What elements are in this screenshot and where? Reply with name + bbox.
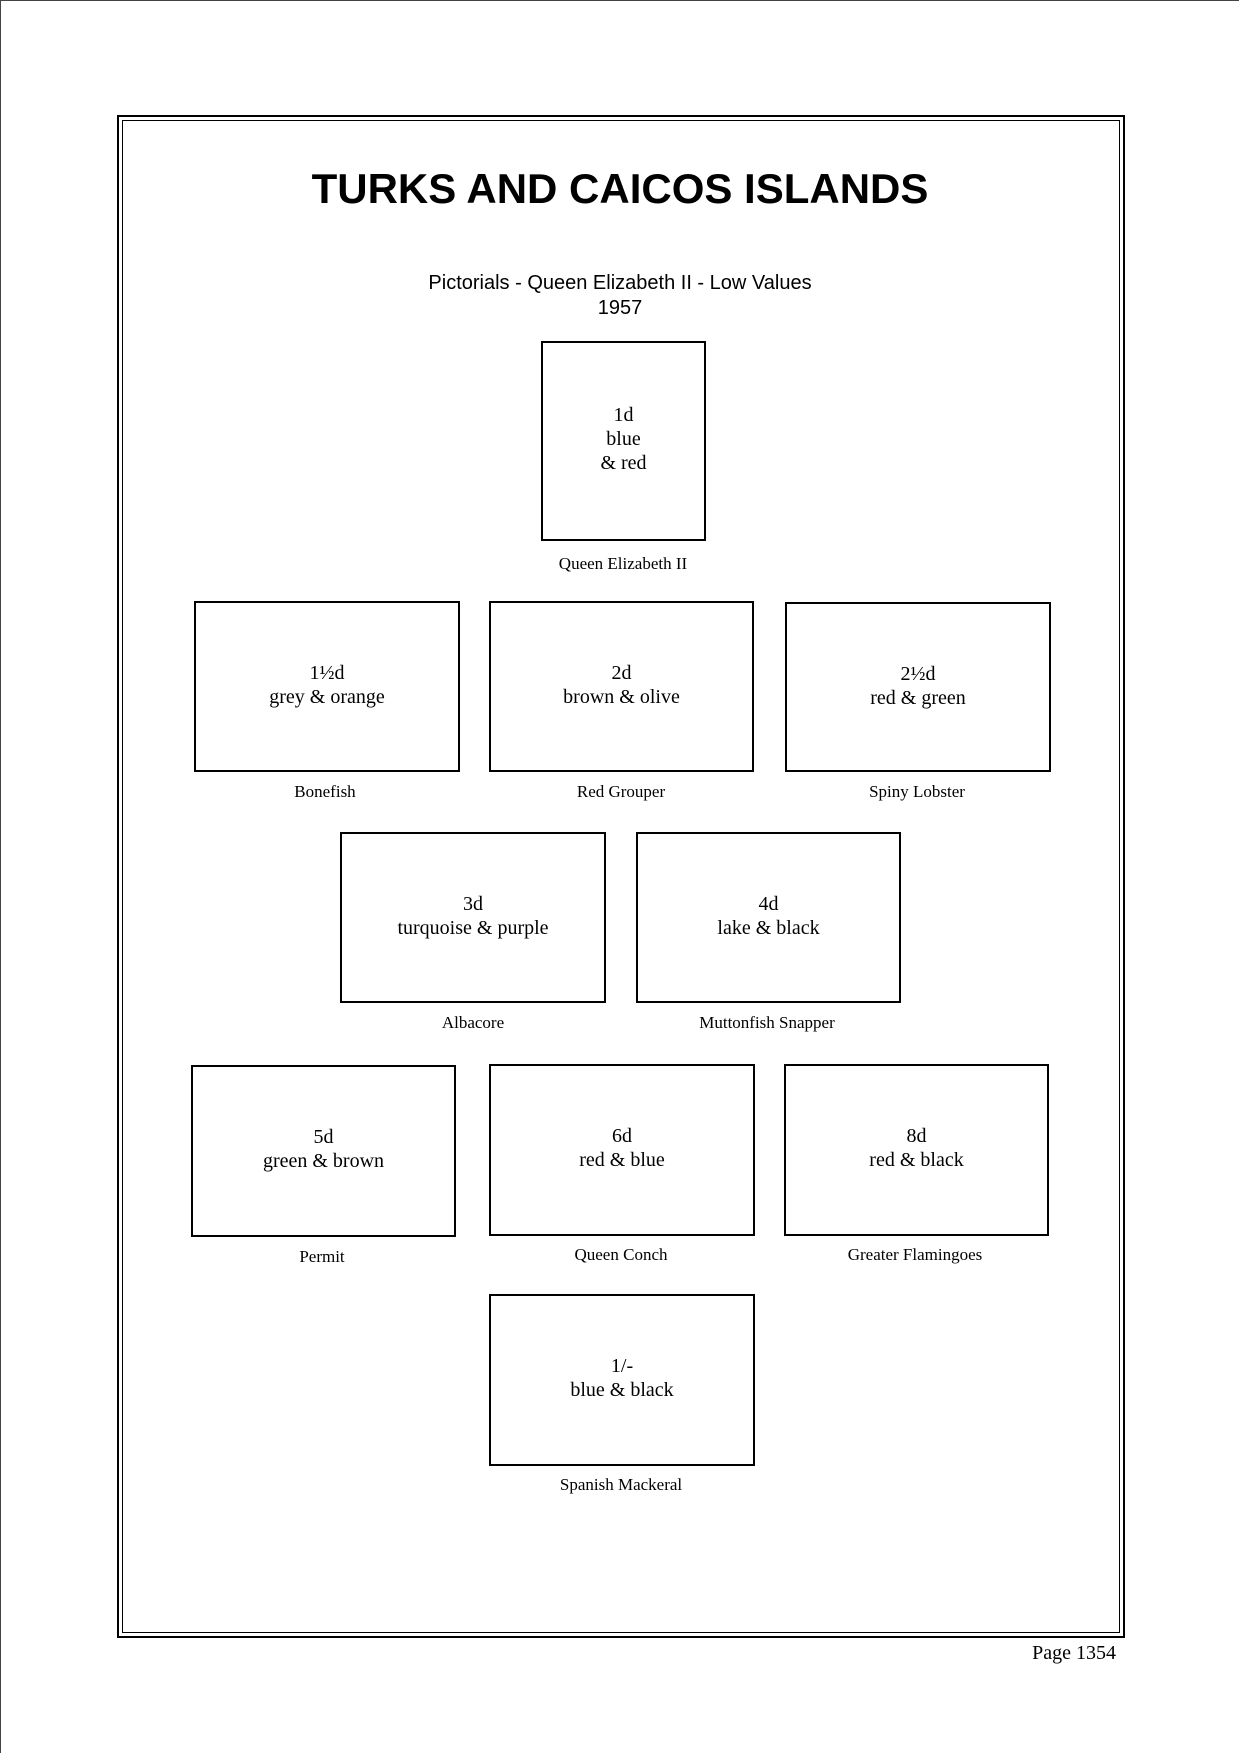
- stamp-description: 6d red & blue: [491, 1124, 753, 1172]
- stamp-value: 2½d: [900, 663, 936, 685]
- stamp-color-line2: & red: [600, 452, 647, 474]
- stamp-value: 1d: [613, 404, 634, 426]
- stamp-box-5d: 5d green & brown: [191, 1065, 456, 1237]
- stamp-description: 5d green & brown: [193, 1125, 454, 1173]
- stamp-caption: Queen Elizabeth II: [558, 554, 688, 573]
- stamp-box-1-1-2d: 1½d grey & orange: [194, 601, 460, 772]
- stamp-box-4d: 4d lake & black: [636, 832, 901, 1003]
- stamp-caption: Spanish Mackeral: [559, 1475, 683, 1494]
- page-number: Page 1354: [1032, 1642, 1116, 1664]
- stamp-caption: Spiny Lobster: [869, 782, 965, 801]
- stamp-value: 3d: [463, 893, 483, 915]
- stamp-color: red & black: [869, 1149, 964, 1171]
- album-border-inner: [122, 120, 1120, 1633]
- stamp-value: 5d: [313, 1126, 334, 1148]
- stamp-caption: Red Grouper: [576, 782, 666, 801]
- stamp-description: 1½d grey & orange: [196, 661, 458, 709]
- stamp-box-1-shilling: 1/- blue & black: [489, 1294, 755, 1466]
- stamp-value: 1½d: [309, 662, 345, 684]
- stamp-box-8d: 8d red & black: [784, 1064, 1049, 1236]
- stamp-box-6d: 6d red & blue: [489, 1064, 755, 1236]
- stamp-color: blue & black: [570, 1379, 674, 1401]
- stamp-description: 1/- blue & black: [491, 1354, 753, 1402]
- stamp-box-2-1-2d: 2½d red & green: [785, 602, 1051, 772]
- set-subtitle: Pictorials - Queen Elizabeth II - Low Va…: [0, 271, 1240, 321]
- stamp-description: 1d blue & red: [543, 403, 704, 475]
- stamp-description: 2½d red & green: [787, 662, 1049, 710]
- stamp-value: 2d: [611, 662, 632, 684]
- stamp-caption: Permit: [299, 1247, 345, 1266]
- stamp-value: 4d: [758, 893, 779, 915]
- stamp-box-3d: 3d turquoise & purple: [340, 832, 606, 1003]
- stamp-value: 8d: [906, 1125, 927, 1147]
- stamp-box-1d: 1d blue & red: [541, 341, 706, 541]
- stamp-caption: Muttonfish Snapper: [699, 1013, 835, 1032]
- set-description: Pictorials - Queen Elizabeth II - Low Va…: [428, 272, 812, 294]
- stamp-value: 6d: [612, 1125, 632, 1147]
- stamp-caption: Albacore: [441, 1013, 505, 1032]
- stamp-description: 4d lake & black: [638, 892, 899, 940]
- stamp-caption: Queen Conch: [574, 1245, 668, 1264]
- stamp-caption: Bonefish: [294, 782, 356, 801]
- stamp-color: lake & black: [717, 917, 820, 939]
- stamp-description: 3d turquoise & purple: [342, 892, 604, 940]
- stamp-description: 8d red & black: [786, 1124, 1047, 1172]
- stamp-color: turquoise & purple: [397, 917, 549, 939]
- stamp-description: 2d brown & olive: [491, 661, 752, 709]
- stamp-color-line1: blue: [606, 428, 641, 450]
- album-border-outer: [117, 115, 1125, 1638]
- set-year: 1957: [597, 297, 643, 319]
- stamp-caption: Greater Flamingoes: [847, 1245, 983, 1264]
- stamp-color: green & brown: [262, 1150, 385, 1172]
- page-title: TURKS AND CAICOS ISLANDS: [311, 165, 929, 212]
- stamp-color: red & blue: [579, 1149, 665, 1171]
- stamp-value: 1/-: [610, 1355, 634, 1377]
- stamp-color: grey & orange: [269, 686, 385, 708]
- stamp-color: brown & olive: [563, 686, 680, 708]
- stamp-box-2d: 2d brown & olive: [489, 601, 754, 772]
- stamp-color: red & green: [870, 687, 966, 709]
